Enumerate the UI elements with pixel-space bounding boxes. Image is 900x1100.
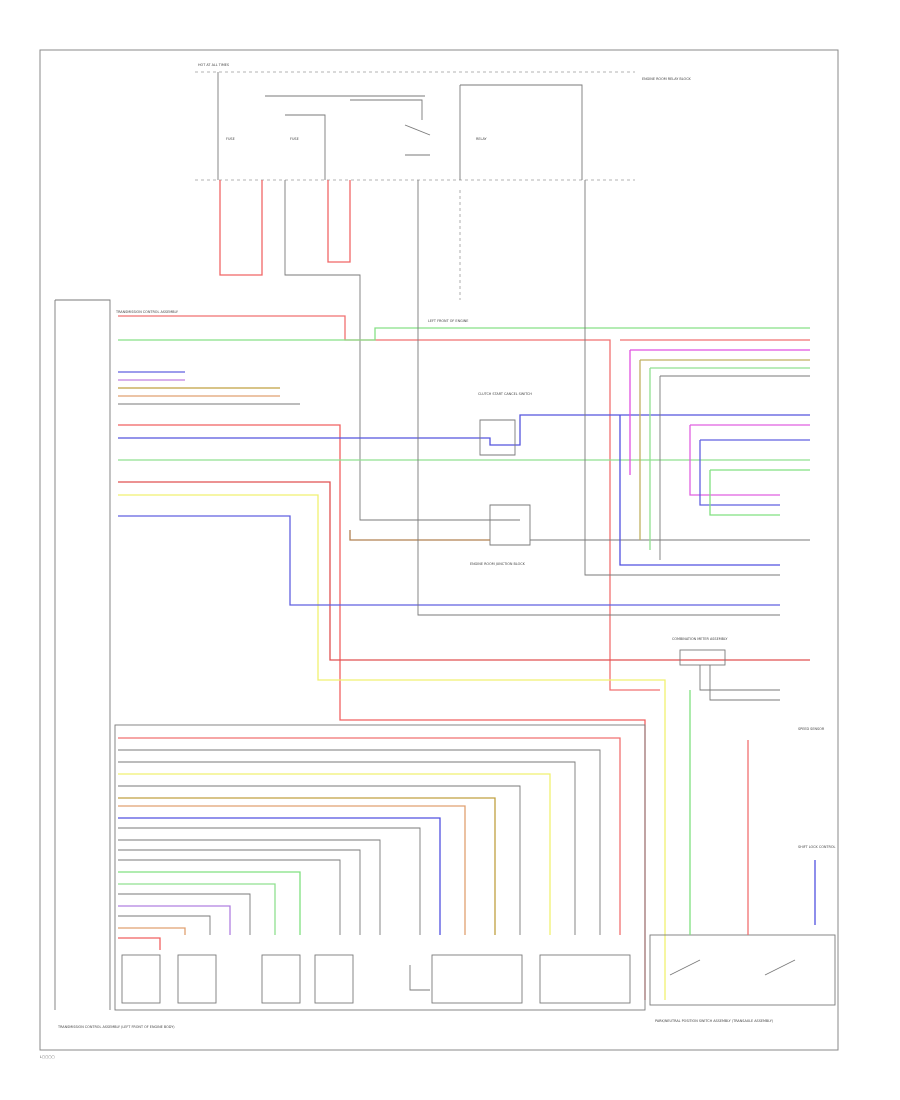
right-green-wire [649,367,810,550]
bottom-left-module-label: TRANSMISSION CONTROL ASSEMBLY (LEFT FRON… [57,1025,175,1029]
bottom-right-frame [649,934,836,1006]
sub-box-6 [539,954,631,1004]
center-relay [489,504,531,546]
sub-box-4 [314,954,354,1004]
blue-wire-main [118,414,810,446]
left-module-label: TRANSMISSION CONTROL ASSEMBLY [115,310,179,314]
center-block-outline [479,419,516,456]
fuse1-label: FUSE [226,137,235,141]
bottom-red-2 [118,937,161,950]
brown-wire-center [349,530,490,541]
bottom-green-2 [118,883,276,935]
sub-box-2 [177,954,217,1004]
sensor-note: SHIFT LOCK CONTROL [798,845,836,849]
blue-wire-2 [118,515,780,606]
footer-code: L▢▢▢▢ [40,1055,55,1059]
left-module-frame [54,299,111,1010]
red-loop-2 [327,180,351,263]
sub-box-7 [409,965,430,991]
relay-switch [404,124,431,156]
red-wire-2 [118,424,646,1000]
bottom-gray-3 [118,785,521,935]
center-block-label: CLUTCH START CANCEL SWITCH [478,392,532,396]
bottom-dark-1 [118,839,381,935]
top-fuse-label: HOT AT ALL TIMES [198,63,229,67]
right-module-wires [699,665,780,701]
bottom-orange-2 [118,927,186,935]
relay-coil-wire [460,84,583,180]
sub-box-5 [431,954,523,1004]
right-module-box [679,649,726,666]
bottom-olive-1 [118,797,496,935]
bottom-right-module-label: PARK/NEUTRAL POSITION SWITCH ASSEMBLY (T… [655,1019,774,1023]
right-gray-wire [659,375,810,560]
right-module-label: COMBINATION METER ASSEMBLY [672,637,728,641]
bottom-right-switch-1 [669,959,701,976]
bottom-gray-7 [118,893,251,935]
bottom-red-1 [118,737,621,935]
bottom-gray-6 [118,859,341,935]
yellow-wire-1 [118,494,666,1000]
sub-box-3 [261,954,301,1004]
right-magenta-wire [629,349,810,475]
bottom-right-switch-2 [764,959,796,976]
gray-drop-1 [284,180,520,521]
center-block2-label: ENGINE ROOM JUNCTION BLOCK [470,562,526,566]
bottom-green-1 [118,871,301,935]
red-wire-3 [118,481,810,661]
sub-box-1 [121,954,161,1004]
bottom-gray-2 [118,761,576,935]
bottom-gray-8 [118,915,211,935]
left-connector-note: LEFT FRONT OF ENGINE [428,319,468,323]
diagram-frame [39,49,839,1051]
right-olive-wire [639,359,810,540]
fuse2-label: FUSE [290,137,299,141]
bottom-gray-4 [118,827,421,935]
bottom-purple-1 [118,905,231,935]
bottom-gray-5 [118,849,361,935]
right-gray-main [584,180,780,576]
right-blue-wire [619,415,780,566]
right-green-3 [709,469,810,516]
bottom-blue-1 [118,817,441,935]
bottom-gray-1 [118,749,601,935]
right-magenta-2 [689,424,810,496]
bottom-orange-1 [118,805,466,935]
green-wire-top [118,327,810,341]
relay-wire [350,99,423,120]
bottom-connector-frame [114,724,646,1011]
red-loop-1 [219,180,263,276]
right-blue-2 [699,439,810,506]
relay-top-label: RELAY [476,137,488,141]
right-sensor-label: SPEED SENSOR [798,727,825,731]
top-right-block-label: ENGINE ROOM RELAY BLOCK [642,77,692,81]
fuse2-wire [285,114,326,180]
center-vertical [417,180,780,616]
red-wire-top [118,315,660,691]
bottom-yellow-1 [118,773,551,935]
